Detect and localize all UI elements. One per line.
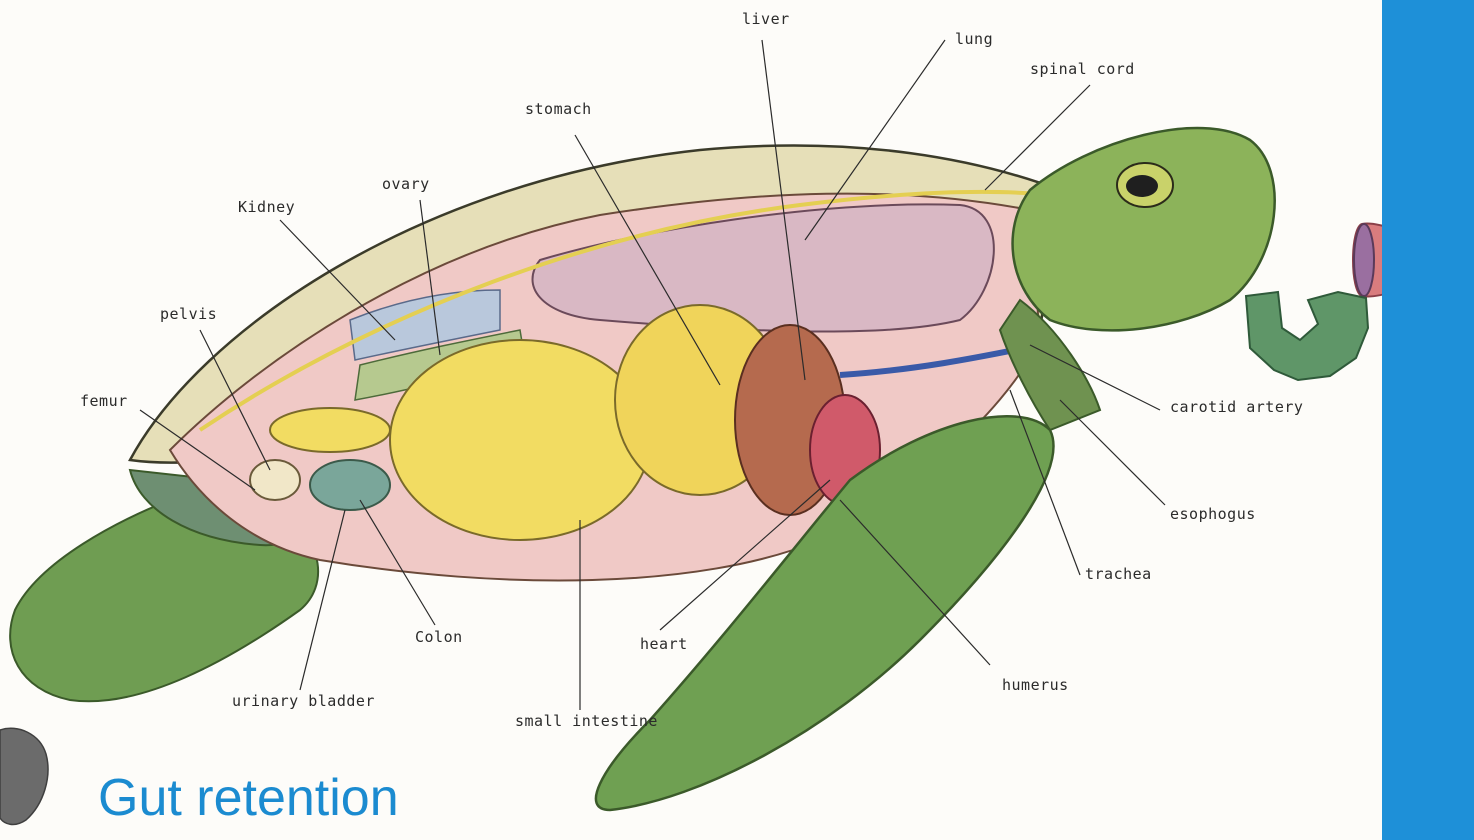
pupil (1126, 175, 1158, 197)
accent-side-bar (1382, 0, 1474, 840)
urinary-bladder (310, 460, 390, 510)
label-trachea: trachea (1085, 565, 1152, 583)
label-pelvis: pelvis (160, 305, 217, 323)
head (1013, 128, 1275, 330)
label-humerus: humerus (1002, 676, 1069, 694)
label-heart: heart (640, 635, 688, 653)
green-plastic-fragment-icon (1238, 288, 1373, 383)
slide-title: Gut retention (98, 772, 399, 824)
label-liver: liver (742, 10, 790, 28)
label-kidney: Kidney (238, 198, 295, 216)
label-lung: lung (955, 30, 993, 48)
label-urinary-bladder: urinary bladder (232, 692, 375, 710)
label-ovary: ovary (382, 175, 430, 193)
grey-debris-icon (0, 720, 52, 830)
pelvis (250, 460, 300, 500)
label-spinal-cord: spinal cord (1030, 60, 1135, 78)
label-femur: femur (80, 392, 128, 410)
label-stomach: stomach (525, 100, 592, 118)
small-intestine (390, 340, 650, 540)
colon (270, 408, 390, 452)
label-colon: Colon (415, 628, 463, 646)
label-small-intestine: small intestine (515, 712, 658, 730)
label-carotid-artery: carotid artery (1170, 398, 1303, 416)
label-esophagus: esophogus (1170, 505, 1256, 523)
